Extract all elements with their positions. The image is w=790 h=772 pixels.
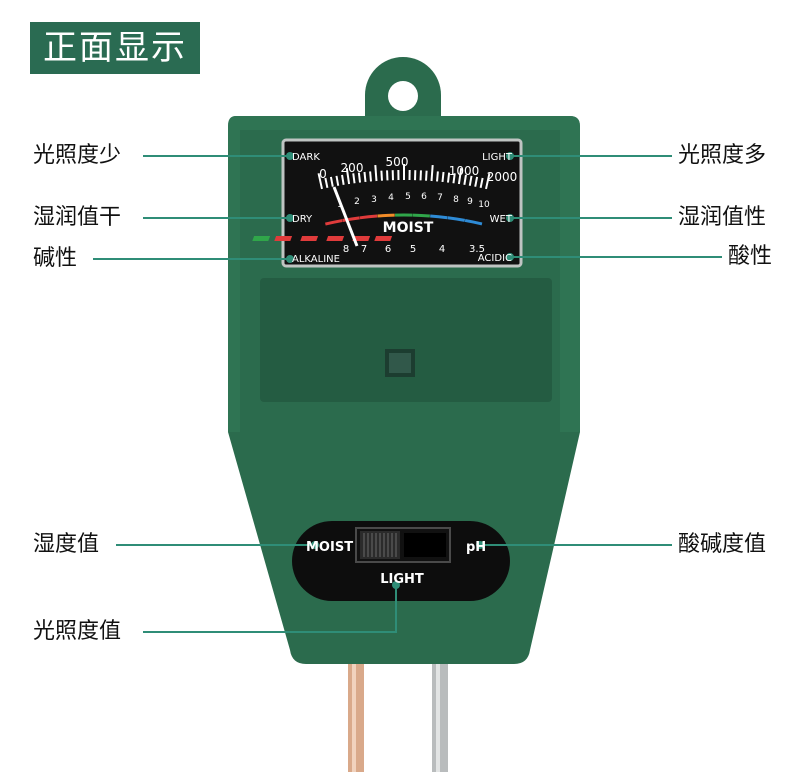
dial-tick	[329, 176, 334, 187]
ph-scale-8: 8	[343, 244, 349, 255]
ph-color-band	[300, 236, 319, 241]
ph-color-band	[252, 236, 271, 241]
callout-dots	[286, 152, 514, 589]
dial-tick	[369, 171, 372, 182]
callout-alkaline: 碱性	[33, 246, 78, 271]
callout-light-low: 光照度少	[33, 143, 122, 168]
ph-scale-3-5: 3.5	[469, 244, 485, 255]
moist-color-band	[412, 213, 430, 218]
dial-tick	[341, 174, 345, 185]
dial-tick	[425, 170, 428, 181]
dial-tick	[441, 171, 445, 183]
dial-light-label: LIGHT	[482, 152, 513, 163]
dial-tick	[345, 168, 351, 185]
dial-tick	[468, 175, 473, 186]
dial-tick	[352, 173, 356, 184]
moist-scale-4: 4	[388, 193, 394, 203]
callout-moist-dry: 湿润值干	[33, 205, 122, 230]
moist-scale-3: 3	[371, 195, 377, 205]
dial-tick	[436, 171, 439, 182]
moist-color-band	[447, 216, 466, 222]
callout-moist-wet: 湿润值性	[678, 205, 767, 230]
moist-color-band	[430, 214, 448, 220]
dial-wet-label: WET	[490, 214, 513, 225]
dial-tick	[335, 175, 340, 186]
moist-scale-5: 5	[405, 192, 411, 202]
moist-color-band	[325, 219, 343, 226]
dial-tick	[380, 170, 383, 181]
dial-tick	[324, 177, 329, 189]
light-scale: 0 200 500 1000 2000	[319, 155, 517, 184]
moist-scale-9: 9	[467, 197, 473, 207]
moist-scale-7: 7	[437, 193, 443, 203]
dial-moist-label: MOIST	[383, 220, 434, 236]
moist-scale: 1 2 3 4 5 6 7 8 9 10	[337, 192, 490, 210]
dial-alkaline-label: ALKALINE	[292, 254, 340, 265]
ph-color-band	[326, 236, 345, 241]
light-scale-200: 200	[341, 161, 364, 175]
dial-tick	[474, 176, 479, 187]
ph-scale-4: 4	[439, 244, 445, 255]
ph-color-band	[374, 236, 393, 241]
dial-tick	[446, 172, 451, 183]
switch-moist-label: MOIST	[306, 540, 353, 555]
dial-tick	[430, 164, 434, 182]
inner-panel	[260, 278, 552, 402]
page-title: 正面显示	[30, 22, 200, 74]
mode-switch-knob[interactable]	[360, 531, 400, 559]
moist-scale-1: 1	[337, 200, 343, 210]
light-scale-500: 500	[386, 155, 409, 169]
dial-tick	[452, 173, 456, 184]
ph-scale-6: 6	[385, 244, 391, 255]
dial-dark-label: DARK	[292, 152, 320, 163]
dial-tick	[485, 173, 491, 190]
ph-scale: 8 7 6 5 4 3.5	[343, 244, 485, 255]
moist-color-band	[377, 213, 395, 218]
ph-color-band	[274, 236, 293, 241]
moist-color-band	[464, 218, 483, 226]
dial-tick	[374, 164, 378, 182]
callout-ph-value: 酸碱度值	[678, 532, 767, 557]
moist-color-band	[359, 214, 378, 220]
dial-tick	[463, 174, 467, 185]
callout-moisture-value: 湿度值	[33, 532, 100, 557]
callout-light-high: 光照度多	[678, 143, 767, 168]
moist-scale-6: 6	[421, 192, 427, 202]
switch-ph-label: pH	[466, 540, 486, 555]
dial-dry-label: DRY	[292, 214, 313, 225]
light-scale-2000: 2000	[487, 170, 518, 184]
moist-scale-8: 8	[453, 195, 459, 205]
dial-tick	[457, 168, 463, 185]
dial-tick	[479, 177, 484, 189]
moist-color-band	[342, 216, 360, 222]
meter-needle	[332, 186, 359, 247]
dial-tick	[317, 173, 323, 190]
callout-acidic: 酸性	[728, 244, 773, 269]
dial-acidic-label: ACIDIC	[478, 253, 512, 264]
ph-scale-7: 7	[361, 244, 367, 255]
moist-scale-10: 10	[478, 200, 490, 210]
light-scale-0: 0	[319, 167, 327, 181]
dial-tick	[363, 171, 367, 183]
switch-light-label: LIGHT	[380, 572, 424, 587]
callout-light-value: 光照度值	[33, 619, 122, 644]
moist-scale-2: 2	[354, 197, 360, 207]
dial-tick	[357, 172, 362, 183]
ph-scale-5: 5	[410, 244, 416, 255]
ph-color-band	[352, 236, 371, 241]
callout-lines	[93, 155, 722, 633]
light-scale-1000: 1000	[449, 164, 480, 178]
